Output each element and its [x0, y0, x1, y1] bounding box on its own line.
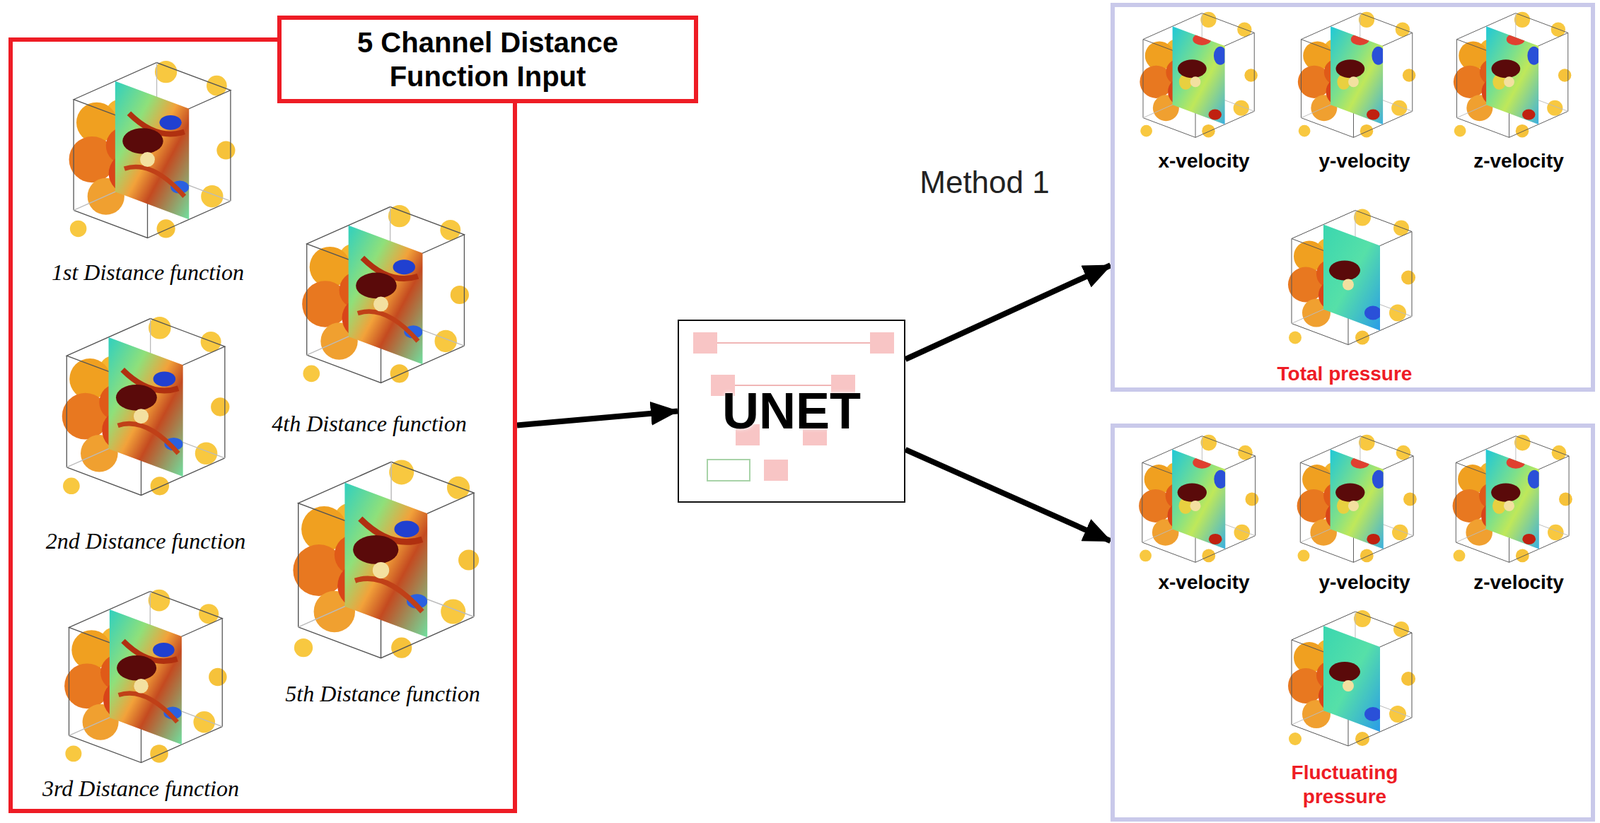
flow-arrow [905, 265, 1111, 360]
output-label: x-velocity [1157, 571, 1250, 595]
output-group-box: x-velocity y-velocity z-velocityTotal pres… [1110, 2, 1596, 392]
channel-label: 4th Distance function [271, 410, 467, 438]
flow-arrow [517, 411, 678, 426]
channel-label: 5th Distance function [285, 681, 481, 708]
channel-label: 1st Distance function [51, 259, 245, 286]
output-label: y-velocity [1318, 149, 1410, 173]
input-group-box: 5 Channel Distance Function Input1st Dis… [8, 37, 518, 814]
model-label: UNET [722, 381, 861, 440]
group-title: 5 Channel Distance Function Input [277, 15, 699, 104]
pressure-label: Fluctuating pressure [1266, 761, 1423, 809]
unet-box: UNET [677, 319, 906, 503]
field-cube [62, 12, 1573, 764]
method-label: Method 1 [919, 164, 1049, 201]
output-group-box: x-velocity y-velocity z-velocityFluctuatin… [1110, 423, 1596, 822]
pressure-label: Total pressure [1252, 362, 1437, 387]
flow-arrow [905, 449, 1111, 542]
output-label: z-velocity [1473, 571, 1564, 595]
output-label: z-velocity [1473, 149, 1564, 173]
unet-sketch [693, 332, 895, 481]
output-label: y-velocity [1318, 571, 1410, 595]
channel-label: 3rd Distance function [42, 775, 240, 803]
output-label: x-velocity [1157, 149, 1250, 173]
channel-label: 2nd Distance function [45, 528, 247, 555]
